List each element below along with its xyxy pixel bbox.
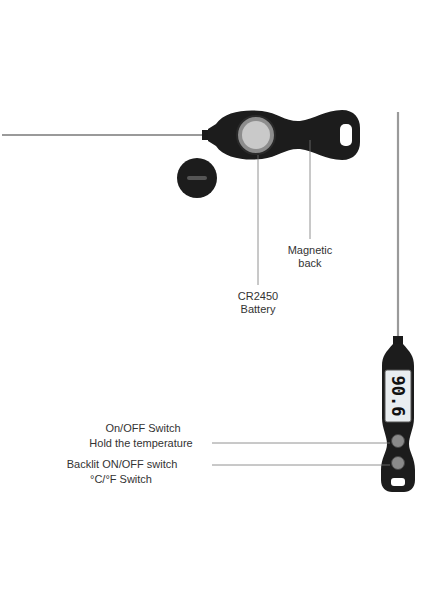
handle-back (208, 110, 360, 160)
button-label: °C/°F Switch (90, 473, 152, 486)
cover-slot (187, 176, 207, 180)
part-label: CR2450 Battery (238, 290, 278, 316)
probe (2, 134, 206, 136)
part-label: Magnetic back (288, 244, 333, 270)
battery-face (242, 121, 270, 149)
lcd-display (385, 370, 411, 422)
display-reading: 90.6 (389, 376, 407, 417)
leader-line (310, 140, 311, 239)
leader-line (212, 465, 390, 466)
handle-front (381, 344, 415, 492)
power-button (392, 435, 405, 448)
leader-line (258, 155, 259, 285)
hang-loop (340, 124, 352, 146)
battery (237, 116, 275, 154)
hang-loop (391, 478, 405, 486)
button-label: Hold the temperature (89, 437, 192, 450)
button-label: Backlit ON/OFF switch (67, 458, 178, 471)
leader-line (212, 443, 390, 444)
button-label: On/OFF Switch (105, 422, 180, 435)
battery-cover (177, 158, 217, 198)
backlight-button (392, 457, 405, 470)
probe (397, 112, 399, 342)
